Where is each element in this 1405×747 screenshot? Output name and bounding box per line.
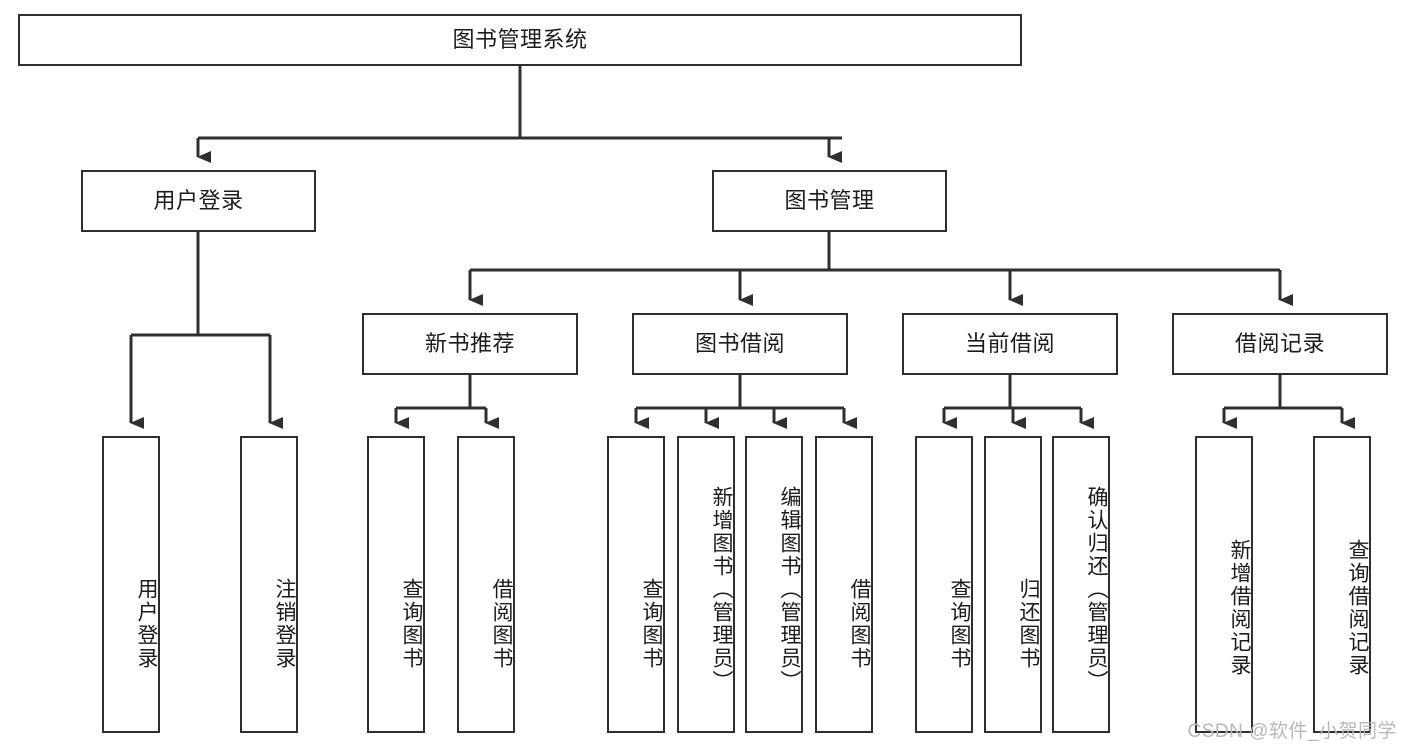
node-book-borrow[interactable]: 图书借阅 (632, 313, 848, 375)
node-label: 查询图书 (400, 577, 423, 670)
node-label: 编辑图书（管理员） (778, 486, 801, 693)
node-book-management[interactable]: 图书管理 (712, 170, 947, 232)
node-label: 借阅图书 (490, 577, 513, 670)
node-label: 借阅图书 (848, 577, 871, 670)
node-new-book-recommend[interactable]: 新书推荐 (362, 313, 578, 375)
leaf-confirm-return-admin[interactable]: 确认归还（管理员） (1052, 436, 1110, 733)
leaf-edit-book-admin[interactable]: 编辑图书（管理员） (745, 436, 803, 733)
leaf-return-book[interactable]: 归还图书 (984, 436, 1042, 733)
leaf-borrow-book-2[interactable]: 借阅图书 (815, 436, 873, 733)
node-label: 当前借阅 (964, 331, 1055, 357)
node-label: 查询借阅记录 (1346, 538, 1369, 677)
node-label: 图书管理系统 (452, 27, 588, 53)
leaf-user-login[interactable]: 用户登录 (102, 436, 160, 733)
csdn-watermark: CSDN @软件_小贺同学 (1187, 721, 1397, 742)
leaf-borrow-book-1[interactable]: 借阅图书 (457, 436, 515, 733)
node-label: 用户登录 (135, 577, 158, 670)
leaf-query-book-1[interactable]: 查询图书 (367, 436, 425, 733)
node-label: 借阅记录 (1234, 331, 1325, 357)
node-label: 查询图书 (640, 577, 663, 670)
node-label: 注销登录 (273, 577, 296, 670)
leaf-query-borrow-record[interactable]: 查询借阅记录 (1313, 436, 1371, 733)
leaf-query-book-3[interactable]: 查询图书 (915, 436, 973, 733)
node-current-borrow[interactable]: 当前借阅 (902, 313, 1118, 375)
node-label: 确认归还（管理员） (1085, 486, 1108, 693)
node-label: 图书管理 (784, 188, 875, 214)
node-root-book-management-system[interactable]: 图书管理系统 (18, 14, 1022, 66)
node-user-login[interactable]: 用户登录 (81, 170, 316, 232)
leaf-query-book-2[interactable]: 查询图书 (607, 436, 665, 733)
node-label: 新增借阅记录 (1228, 538, 1251, 677)
leaf-add-borrow-record[interactable]: 新增借阅记录 (1195, 436, 1253, 733)
node-label: 归还图书 (1017, 577, 1040, 670)
node-label: 新书推荐 (424, 331, 515, 357)
node-borrow-record[interactable]: 借阅记录 (1172, 313, 1388, 375)
node-label: 图书借阅 (694, 331, 785, 357)
node-label: 新增图书（管理员） (710, 486, 733, 693)
node-label: 用户登录 (153, 188, 244, 214)
node-label: 查询图书 (948, 577, 971, 670)
leaf-logout-login[interactable]: 注销登录 (240, 436, 298, 733)
leaf-add-book-admin[interactable]: 新增图书（管理员） (677, 436, 735, 733)
